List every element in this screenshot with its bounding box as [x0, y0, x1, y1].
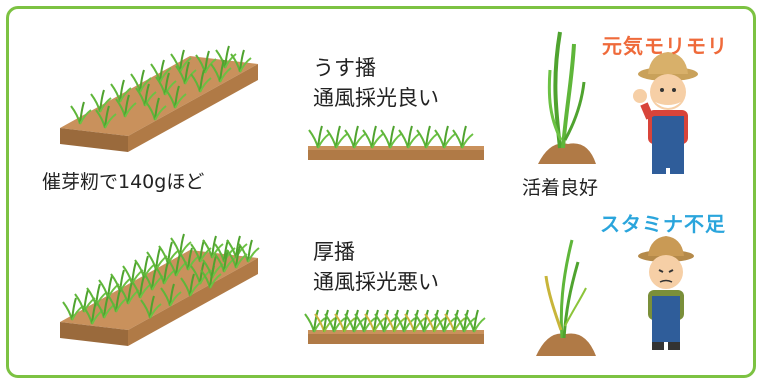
badge-energetic: 元気モリモリ — [602, 34, 728, 58]
seedling-icon — [538, 31, 596, 164]
farmer-happy-icon — [633, 52, 698, 174]
sparse-sowing-title: うす播 — [313, 56, 376, 80]
dense-sowing-desc: 通風採光悪い — [313, 270, 439, 294]
weak-seedling-icon — [536, 239, 596, 356]
bed-caption: 催芽籾で140gほど — [42, 171, 205, 193]
dense-seed-bed-icon — [60, 233, 260, 346]
badge-low-stamina: スタミナ不足 — [600, 212, 726, 236]
seed-bed-icon — [60, 45, 258, 152]
farmer-tired-icon — [638, 236, 694, 350]
sparse-sowing-desc: 通風採光良い — [313, 86, 439, 110]
dense-sowing-strip — [304, 309, 486, 344]
seedling-caption: 活着良好 — [522, 177, 599, 199]
sparse-sowing-strip — [308, 125, 484, 160]
dense-sowing-title: 厚播 — [313, 240, 355, 264]
